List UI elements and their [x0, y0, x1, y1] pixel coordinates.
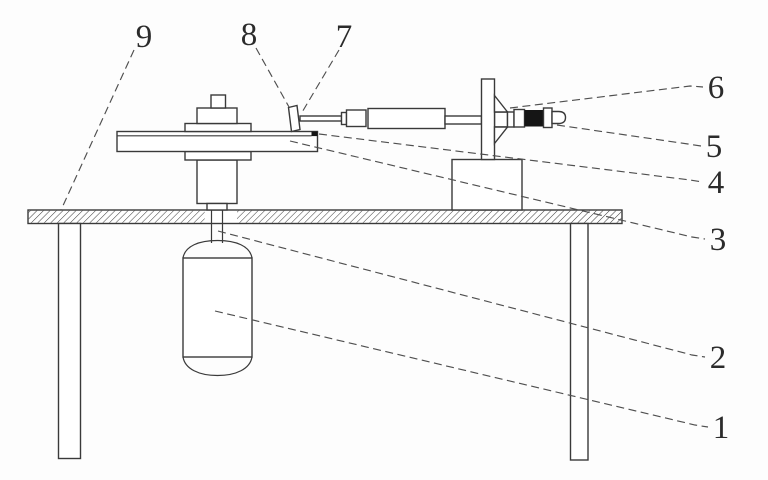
rod-ferrule: [340, 111, 348, 126]
spindle-segment-b: [513, 108, 526, 128]
lower-flange: [184, 150, 252, 161]
clamp-nut: [210, 94, 227, 109]
spindle-segment-a: [506, 111, 515, 128]
thimble-ferrule: [542, 107, 553, 129]
workbench: [27, 209, 623, 461]
vessel-body: [182, 257, 253, 358]
spindle-collar: [345, 109, 367, 128]
upper-flange: [184, 122, 252, 133]
support-column: [196, 159, 238, 205]
bench-top-hatch-left: [28, 210, 205, 223]
leader-line-5: [556, 124, 702, 147]
leader-line-2: [217, 230, 706, 358]
support-stem: [206, 202, 228, 211]
callout-label-9: 9: [136, 19, 153, 55]
end-cap: [551, 110, 567, 125]
push-rod: [299, 115, 343, 122]
vessel-bottom-dome: [182, 356, 253, 377]
callout-label-1: 1: [713, 410, 730, 446]
micrometer-barrel: [367, 107, 446, 130]
bench-left-leg: [57, 222, 82, 460]
callout-labels: 1 2 3 4 5 6 7 8 9: [136, 17, 730, 446]
callout-label-7: 7: [336, 19, 353, 55]
spindle-mid-section: [493, 111, 509, 128]
mount-block: [451, 158, 523, 211]
lever-clamp-assembly: [116, 94, 319, 211]
suspended-vessel: [182, 210, 253, 377]
lever-bar: [116, 130, 319, 153]
mount-post: [480, 78, 496, 161]
knurled-knob: [524, 110, 544, 127]
callout-label-4: 4: [708, 165, 725, 201]
callout-label-5: 5: [706, 129, 723, 165]
spindle-rod: [444, 115, 483, 125]
vessel-top-dome: [182, 239, 253, 259]
upper-gusset: [493, 93, 509, 113]
leader-line-8: [255, 47, 290, 108]
bench-top-hatch-right: [237, 210, 622, 223]
callout-label-3: 3: [710, 222, 727, 258]
callout-label-6: 6: [708, 70, 725, 106]
callout-label-8: 8: [241, 17, 258, 53]
leader-line-6: [509, 85, 704, 109]
contact-plate: [287, 104, 301, 133]
leader-line-3: [289, 140, 706, 240]
micrometer-assembly: [287, 78, 567, 211]
knife-edge-mark: [311, 131, 318, 137]
leader-line-4: [318, 133, 704, 183]
lower-gusset: [493, 126, 509, 146]
leader-line-1: [214, 310, 709, 428]
callout-leaders: [60, 47, 709, 428]
leader-line-9: [60, 49, 135, 211]
callout-label-2: 2: [710, 340, 727, 376]
leader-line-7: [300, 49, 340, 115]
clamp-collar: [196, 107, 238, 125]
bench-right-leg: [569, 222, 589, 461]
